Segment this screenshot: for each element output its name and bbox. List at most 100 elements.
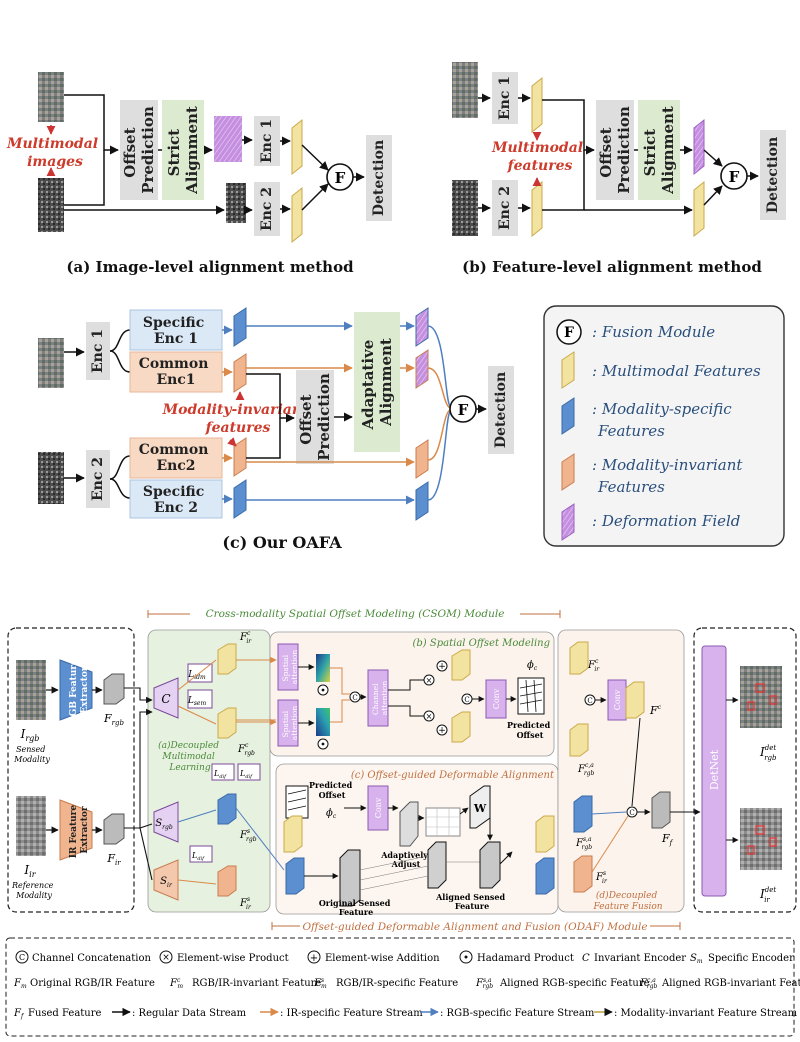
fusion-text-b: F — [729, 168, 740, 186]
enc2-text-c: Enc 2 — [90, 457, 106, 501]
strict-alignment-text-a: Strict Alignment — [165, 106, 201, 195]
rgb-invariant-cube — [217, 707, 237, 739]
common-enc1-text: Common Enc1 — [139, 356, 214, 388]
phi-c-label-b: ϕc — [527, 660, 538, 672]
fusion-rgb-spec-cube — [573, 795, 593, 833]
fusion-text-c: F — [458, 401, 469, 419]
rgb-image-thumbnail-c — [38, 338, 64, 388]
caption-a: (a) Image-level alignment method — [66, 258, 354, 276]
rgb-image-thumbnail-b — [452, 62, 478, 118]
fusion-rgb-inv-cube — [569, 723, 589, 757]
decoupled-fusion-label: (d)Decoupled Feature Fusion — [592, 890, 662, 912]
legend-specific-text-2: Features — [597, 422, 665, 440]
key-hadamard: Hadamard Product — [477, 953, 574, 964]
offset-prediction-box-c — [296, 370, 334, 464]
aligned-inv-cube — [535, 815, 555, 853]
decoupled-learning-label: (a)Decoupled Multimodal Learning — [158, 740, 222, 773]
legend-multimodal-text: : Multimodal Features — [592, 362, 761, 380]
loss-sem: Lsem — [187, 696, 207, 707]
key-s-symbol: Sm — [690, 953, 703, 965]
spatial-attention-2-text: Spatial attention — [281, 706, 299, 741]
enc1-text-a: Enc 1 — [259, 119, 275, 163]
channel-attention — [367, 669, 389, 727]
key-channel-concat: Channel Concatenation — [32, 953, 151, 964]
loss-dif-box-3 — [189, 845, 213, 863]
ir-inv-cube-c — [283, 815, 303, 853]
key-regular-stream: : Regular Data Stream — [132, 1008, 247, 1019]
strict-alignment-box-a — [162, 100, 204, 200]
enc1-box-a — [254, 116, 280, 166]
ir-detection-output — [740, 808, 782, 870]
offset-prediction-box-a — [120, 100, 158, 200]
rgb-extractor-text: RGB Feature Extractor — [69, 656, 90, 724]
phi-c-label-c: ϕc — [326, 808, 337, 820]
heatmap-1 — [316, 654, 330, 682]
invariant-feature-cube-2 — [233, 437, 247, 477]
f-ir-label: Fir — [106, 852, 121, 867]
predicted-offset-grid-c — [285, 785, 309, 819]
f-rgb-cube — [103, 673, 125, 705]
detnet-block — [701, 645, 727, 897]
invariant-feature-cube-1 — [233, 353, 247, 393]
offset-prediction-text-b: Offset Prediction — [597, 106, 633, 194]
enc2-box-a — [254, 182, 280, 236]
invariant-feature-cube-3 — [415, 439, 429, 479]
caption-c: (c) Our OAFA — [222, 533, 342, 552]
rgb-specific-cube — [217, 793, 237, 825]
reference-modality-label: Reference Modality — [11, 881, 56, 900]
aligned-feature-cube-b — [693, 118, 705, 176]
enhanced-rgb-cube — [451, 711, 471, 743]
f-f-label: Ff — [661, 832, 674, 847]
key-invariant-feature: RGB/IR-invariant Feature — [192, 978, 321, 989]
offset-prediction-box-b — [596, 100, 634, 200]
fusion-text-a: F — [335, 169, 346, 187]
legend-specific-text: : Modality-specific — [592, 400, 732, 418]
svg-text:C: C — [587, 697, 592, 705]
symbol-key: C Channel Concatenation × Element-wise P… — [5, 937, 800, 1037]
panel-a-image-level: Multimodal images Offset Prediction Stri… — [6, 72, 392, 276]
strict-alignment-text-b: Strict Alignment — [641, 106, 677, 195]
key-c-symbol: C — [582, 953, 590, 964]
invariant-encoder-c — [153, 677, 179, 719]
channel-attention-text: Channel attention — [371, 681, 389, 716]
loss-dif-box-2 — [237, 763, 261, 781]
svg-text:+: + — [438, 662, 446, 672]
strict-alignment-box-b — [638, 100, 680, 200]
predicted-offset-label-c: Predicted Offset — [309, 780, 355, 800]
key-rgb-stream: : RGB-specific Feature Stream — [440, 1008, 595, 1019]
fusion-ir-inv-cube — [569, 641, 589, 675]
offset-prediction-text-a: Offset Prediction — [121, 106, 157, 194]
multimodal-features-label: Multimodal features — [491, 140, 588, 174]
product-node-2 — [423, 710, 435, 722]
enc1-text-c: Enc 1 — [90, 329, 106, 373]
legend-invariant-text: : Modality-invariant — [592, 456, 743, 474]
loss-dif-2: Ldif — [239, 769, 253, 780]
key-aligned-specific: Aligned RGB-specific Feature — [499, 978, 650, 989]
original-sensed-feature — [339, 849, 361, 907]
specific-enc2-text: Specific Enc 2 — [143, 484, 209, 516]
specific-feature-cube-2 — [233, 479, 247, 519]
spatial-attention-1-text: Spatial attention — [281, 650, 299, 685]
legend-deformation-cube — [561, 503, 575, 541]
add-node-2 — [436, 724, 448, 736]
sensed-modality-label: Sensed Modality — [13, 745, 50, 764]
loss-dif-box-1 — [211, 763, 235, 781]
legend-fusion-text: : Fusion Module — [592, 323, 715, 341]
legend-fusion-letter: F — [564, 325, 574, 341]
detection-box-b — [760, 130, 786, 220]
i-rgb-label: Irgb — [20, 727, 40, 743]
svg-text:+: + — [438, 726, 446, 736]
ir-invariant-cube — [217, 643, 237, 675]
csom-title: Cross-modality Spatial Offset Modeling (… — [206, 608, 505, 620]
feature-cube-b2 — [531, 180, 543, 238]
rgb-spec-cube-c — [285, 857, 305, 895]
invariant-encoder-letter: C — [161, 692, 170, 706]
deform-title: (c) Offset-guided Deformable Alignment — [351, 770, 555, 781]
